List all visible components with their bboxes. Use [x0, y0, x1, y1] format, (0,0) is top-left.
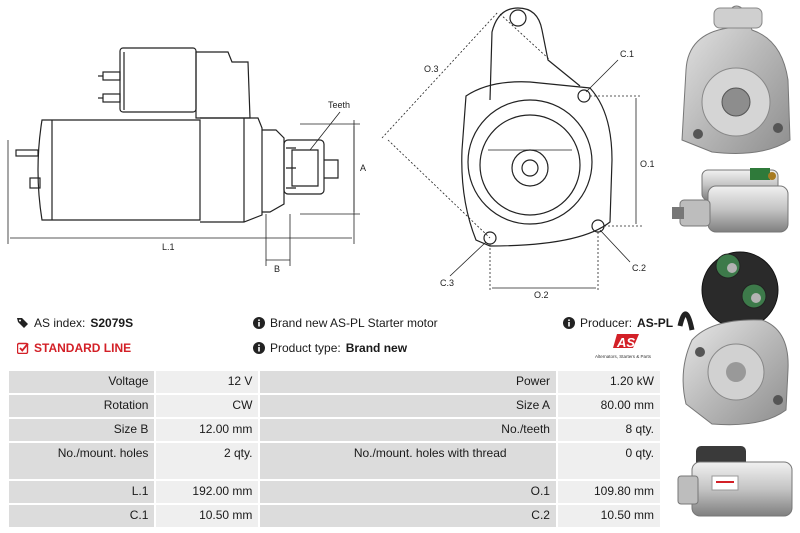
spec-value: 192.00 mm	[156, 481, 259, 503]
checkbox-checked-icon	[17, 342, 29, 354]
as-index-label: AS index:	[34, 316, 86, 330]
teeth-label: Teeth	[328, 100, 350, 110]
spec-label: C.2	[260, 505, 556, 527]
front-view-drawing: O.3 C.1 O.1 C.3 C.2 O.2	[381, 7, 655, 300]
producer-value: AS-PL	[637, 316, 674, 330]
info-icon	[253, 342, 265, 354]
dimension-c1-label: C.1	[620, 49, 634, 59]
spec-label: Power	[260, 371, 556, 393]
spec-label: O.1	[260, 481, 556, 503]
spec-value: 80.00 mm	[557, 395, 660, 417]
specs-table: Voltage 12 V Power 1.20 kW Rotation CW S…	[7, 369, 662, 529]
spec-label: C.1	[9, 505, 155, 527]
as-index: AS index: S2079S	[17, 316, 133, 330]
as-logo: AS Alternators, Starters & Parts	[583, 334, 663, 362]
table-row: Rotation CW Size A 80.00 mm	[9, 395, 660, 417]
dimension-o2-label: O.2	[534, 290, 549, 300]
spec-label: Rotation	[9, 395, 155, 417]
info-icon	[563, 317, 575, 329]
spec-label: Size A	[260, 395, 556, 417]
standard-line: STANDARD LINE	[17, 341, 131, 355]
spec-label: No./mount. holes	[9, 443, 155, 479]
dimension-c3-label: C.3	[440, 278, 454, 288]
producer-label: Producer:	[580, 316, 633, 330]
producer: Producer: AS-PL	[563, 316, 673, 330]
photo-rear	[677, 251, 789, 426]
spec-value: CW	[156, 395, 259, 417]
spec-value: 12.00 mm	[156, 419, 259, 441]
dimension-b-label: B	[274, 264, 280, 274]
description-text: Brand new AS-PL Starter motor	[270, 316, 438, 330]
spec-value: 1.20 kW	[557, 371, 660, 393]
photo-side	[672, 168, 789, 233]
spec-value: 12 V	[156, 371, 259, 393]
logo-tagline: Alternators, Starters & Parts	[595, 354, 652, 359]
dimension-l1-label: L.1	[162, 242, 175, 252]
spec-value: 10.50 mm	[156, 505, 259, 527]
spec-label: No./mount. holes with thread	[260, 443, 556, 479]
dimension-o3-label: O.3	[424, 64, 439, 74]
product-photos	[672, 0, 800, 533]
spec-value: 0 qty.	[557, 443, 660, 479]
table-row: Size B 12.00 mm No./teeth 8 qty.	[9, 419, 660, 441]
motor-body-outline	[37, 119, 201, 221]
spec-label: No./teeth	[260, 419, 556, 441]
description: Brand new AS-PL Starter motor	[253, 316, 438, 330]
table-row: C.1 10.50 mm C.2 10.50 mm	[9, 505, 660, 527]
logo-text: AS	[616, 335, 635, 350]
spec-value: 109.80 mm	[557, 481, 660, 503]
tags-icon	[17, 318, 28, 328]
dimension-o1-label: O.1	[640, 159, 655, 169]
spec-label: L.1	[9, 481, 155, 503]
solenoid-outline	[119, 47, 197, 113]
table-row: No./mount. holes 2 qty. No./mount. holes…	[9, 443, 660, 479]
table-row: L.1 192.00 mm O.1 109.80 mm	[9, 481, 660, 503]
product-type-label: Product type:	[270, 341, 341, 355]
as-index-value: S2079S	[90, 316, 134, 330]
standard-line-label: STANDARD LINE	[34, 341, 132, 355]
spec-value: 2 qty.	[156, 443, 259, 479]
photo-side-2	[677, 446, 793, 517]
product-type-value: Brand new	[345, 341, 408, 355]
table-row: Voltage 12 V Power 1.20 kW	[9, 371, 660, 393]
product-type: Product type: Brand new	[253, 341, 407, 355]
photo-front-flange	[681, 5, 791, 154]
dimension-c2-label: C.2	[632, 263, 646, 273]
spec-label: Size B	[9, 419, 155, 441]
spec-value: 8 qty.	[557, 419, 660, 441]
spec-label: Voltage	[9, 371, 155, 393]
info-icon	[253, 317, 265, 329]
side-view-drawing: Teeth A L.1 B	[7, 47, 366, 274]
spec-value: 10.50 mm	[557, 505, 660, 527]
dimension-a-label: A	[360, 163, 366, 173]
